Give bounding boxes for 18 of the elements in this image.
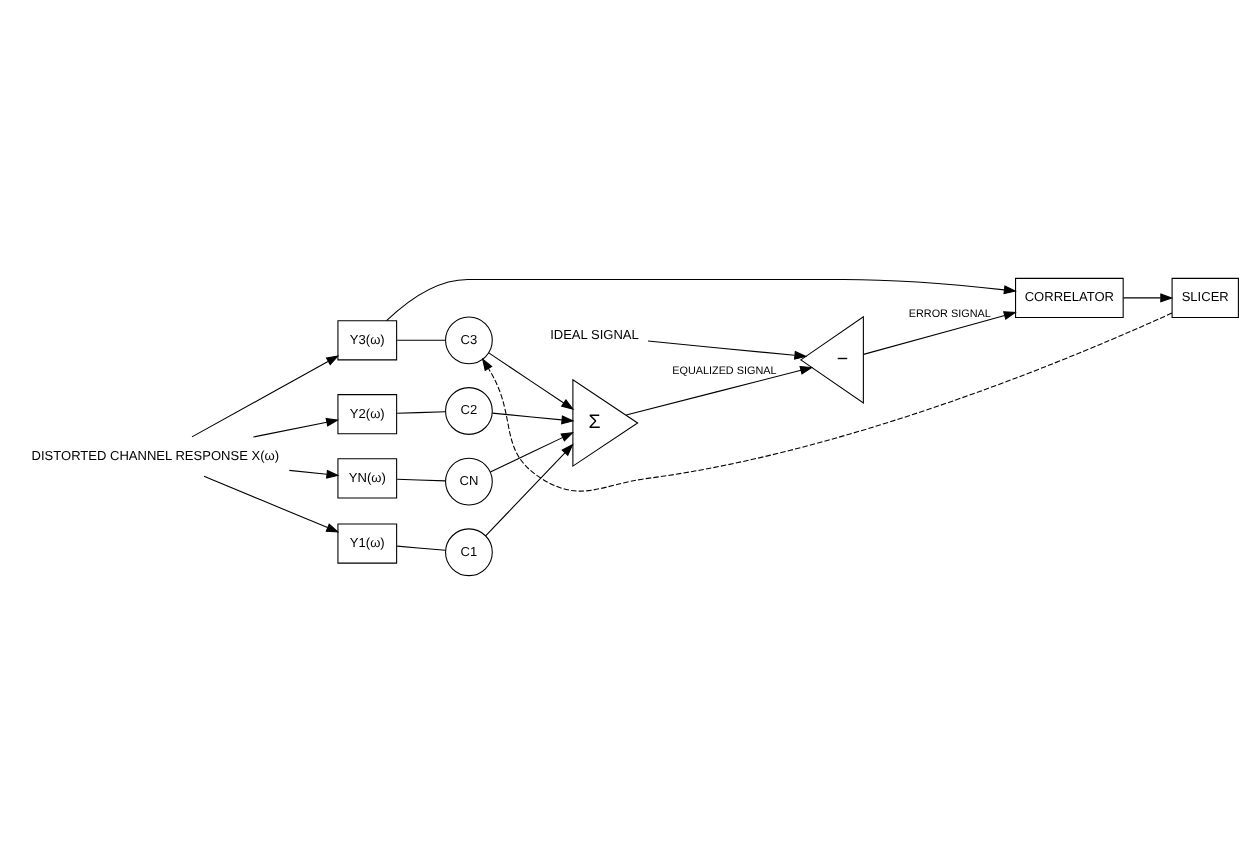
connector: [396, 545, 446, 551]
arrow: [191, 355, 340, 438]
connector: [396, 411, 446, 414]
arrow: [481, 312, 1173, 492]
arrow: [647, 340, 808, 360]
arrow: [385, 278, 1017, 322]
connector: [396, 339, 446, 341]
arrow: [288, 469, 340, 479]
arrow: [252, 417, 340, 438]
arrow: [485, 443, 574, 537]
arrow: [491, 412, 575, 425]
arrow: [203, 475, 340, 533]
arrow: [1122, 293, 1174, 303]
arrow: [625, 365, 814, 416]
arrow: [863, 311, 1017, 355]
arrow: [489, 432, 575, 473]
arrow: [488, 352, 575, 411]
connector: [396, 478, 446, 482]
